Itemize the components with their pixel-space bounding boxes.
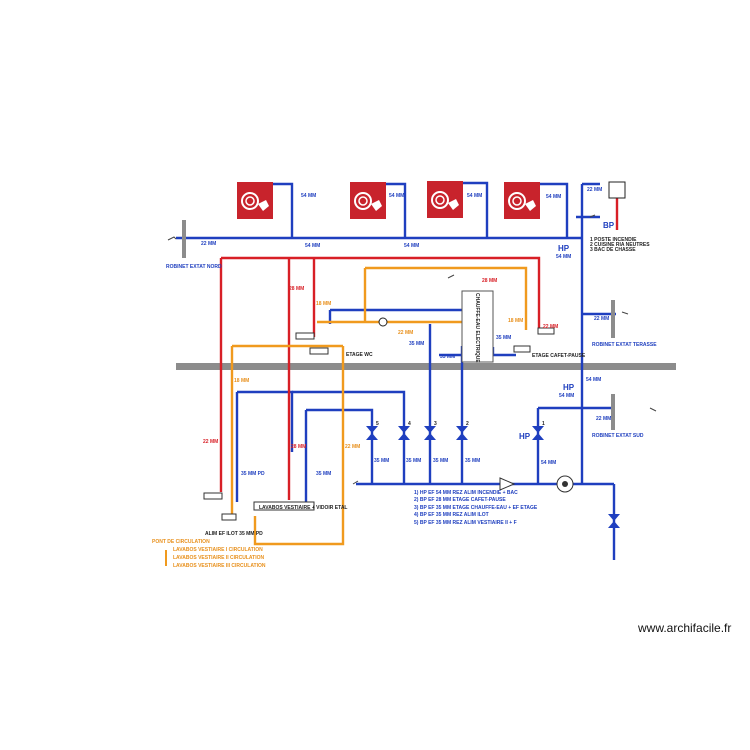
faucet-icon <box>167 214 657 485</box>
legend-blue-item: 5) BP EF 35 MM REZ ALIM VESTIAIRE II + F <box>414 520 517 526</box>
label-22mm: 22 MM <box>345 444 360 450</box>
label-54mm: 54 MM <box>305 243 320 249</box>
label-hp: HP <box>519 432 531 441</box>
etage-wc-label: ETAGE WC <box>346 352 373 358</box>
blue-pipes <box>176 181 616 560</box>
label-22mm: 22 MM <box>594 316 609 322</box>
valve-number: 2 <box>466 421 469 427</box>
bp-note: 1 POSTE INCENDIE <box>590 237 637 243</box>
alim-ilot-label: ALIM EF ILOT 35 MM PD <box>205 531 263 537</box>
label-28mm: 28 MM <box>482 278 497 284</box>
label-35mm: 35 MM <box>496 335 511 341</box>
chauffe-eau-label: CHAUFFE-EAU ELECTRIQUE <box>474 293 480 363</box>
label-35mm: 35 MM <box>374 458 389 464</box>
label-22mm: 22 MM <box>543 324 558 330</box>
floor-separator <box>176 363 676 370</box>
bp-note: 2 CUISINE RIA NEUTRES <box>590 242 650 248</box>
label-22mm: 22 MM <box>596 416 611 422</box>
label-54mm: 54 MM <box>404 243 419 249</box>
robinet-terrasse-label: ROBINET EXTAT TERASSE <box>592 342 657 348</box>
label-35mm: 35 MM <box>440 354 455 360</box>
orange-valve-icon <box>378 317 388 327</box>
legend-orange-item: LAVABOS VESTIAIRE II CIRCULATION <box>173 555 265 561</box>
label-54mm: 54 MM <box>546 194 561 200</box>
robinet-nord-label: ROBINET EXTAT NORD <box>166 264 222 270</box>
bp-note: 3 BAC DE CHASSE <box>590 247 636 253</box>
valve-number: 3 <box>434 421 437 427</box>
label-22mm: 22 MM <box>587 187 602 193</box>
valve-number: 1 <box>542 421 545 427</box>
label-bp: BP <box>603 221 615 230</box>
label-54mm: 54 MM <box>559 393 574 399</box>
robinet-sud-label: ROBINET EXTAT SUD <box>592 433 644 439</box>
legend-orange-item: LAVABOS VESTIAIRE I CIRCULATION <box>173 547 263 553</box>
label-35mm: 35 MM <box>465 458 480 464</box>
fire-hose-sign-1 <box>237 182 273 219</box>
legend-blue-item: 3) BP EF 35 MM ETAGE CHAUFFE-EAU + EF ET… <box>414 505 538 511</box>
label-35mm: 35 MM <box>316 471 331 477</box>
fire-hose-sign-4 <box>504 182 540 219</box>
label-54mm: 54 MM <box>301 193 316 199</box>
label-28mm: 28 MM <box>291 444 306 450</box>
orange-pipes <box>230 266 528 546</box>
robinet-post-nord <box>182 220 186 258</box>
legend-orange-item: LAVABOS VESTIAIRE III CIRCULATION <box>173 563 266 569</box>
pump-icon <box>556 475 574 493</box>
label-54mm: 54 MM <box>541 460 556 466</box>
label-35mm: 35 MM <box>433 458 448 464</box>
robinet-post-sud <box>611 394 615 430</box>
label-54mm: 54 MM <box>556 254 571 260</box>
meter-box <box>608 181 626 199</box>
check-valve <box>499 477 516 491</box>
legend-blue-item: 2) BP EF 28 MM ETAGE CAFET-PAUSE <box>414 497 506 503</box>
watermark: www.archifacile.fr <box>638 621 732 635</box>
label-18mm: 18 MM <box>508 318 523 324</box>
label-54mm: 54 MM <box>389 193 404 199</box>
chauffe-eau-tank <box>461 290 494 363</box>
legend-orange-swatch <box>165 550 167 566</box>
label-54mm: 54 MM <box>467 193 482 199</box>
sink-fixtures <box>203 327 555 521</box>
gate-valves <box>366 426 620 528</box>
legend-blue-item: 1) HP EF 54 MM REZ ALIM INCENDIE + BAC <box>414 490 518 496</box>
label-22mm: 22 MM <box>203 439 218 445</box>
valve-number: 4 <box>408 421 411 427</box>
label-18mm: 18 MM <box>316 301 331 307</box>
label-35mm: 35 MM <box>409 341 424 347</box>
valve-number: 5 <box>376 421 379 427</box>
label-22mm: 22 MM <box>201 241 216 247</box>
label-hp: HP <box>558 244 570 253</box>
fire-hose-sign-3 <box>427 181 463 218</box>
lavabos-vestiaire-label: LAVABOS VESTIAIRE + VIDOIR ETAL <box>259 505 347 511</box>
legend-orange-title: PONT DE CIRCULATION <box>152 539 210 545</box>
label-18mm: 18 MM <box>234 378 249 384</box>
etage-cafet-label: ETAGE CAFET-PAUSE <box>532 353 586 359</box>
robinet-post-terrasse <box>611 300 615 338</box>
fire-hose-sign-2 <box>350 182 386 219</box>
label-54mm: 54 MM <box>586 377 601 383</box>
label-35mm-pd: 35 MM PD <box>241 471 265 477</box>
red-pipes <box>219 198 619 500</box>
label-22mm: 22 MM <box>398 330 413 336</box>
label-35mm: 35 MM <box>406 458 421 464</box>
label-hp: HP <box>563 383 575 392</box>
label-28mm: 28 MM <box>289 286 304 292</box>
legend-blue-item: 4) BP EF 35 MM REZ ALIM ILOT <box>414 512 489 518</box>
